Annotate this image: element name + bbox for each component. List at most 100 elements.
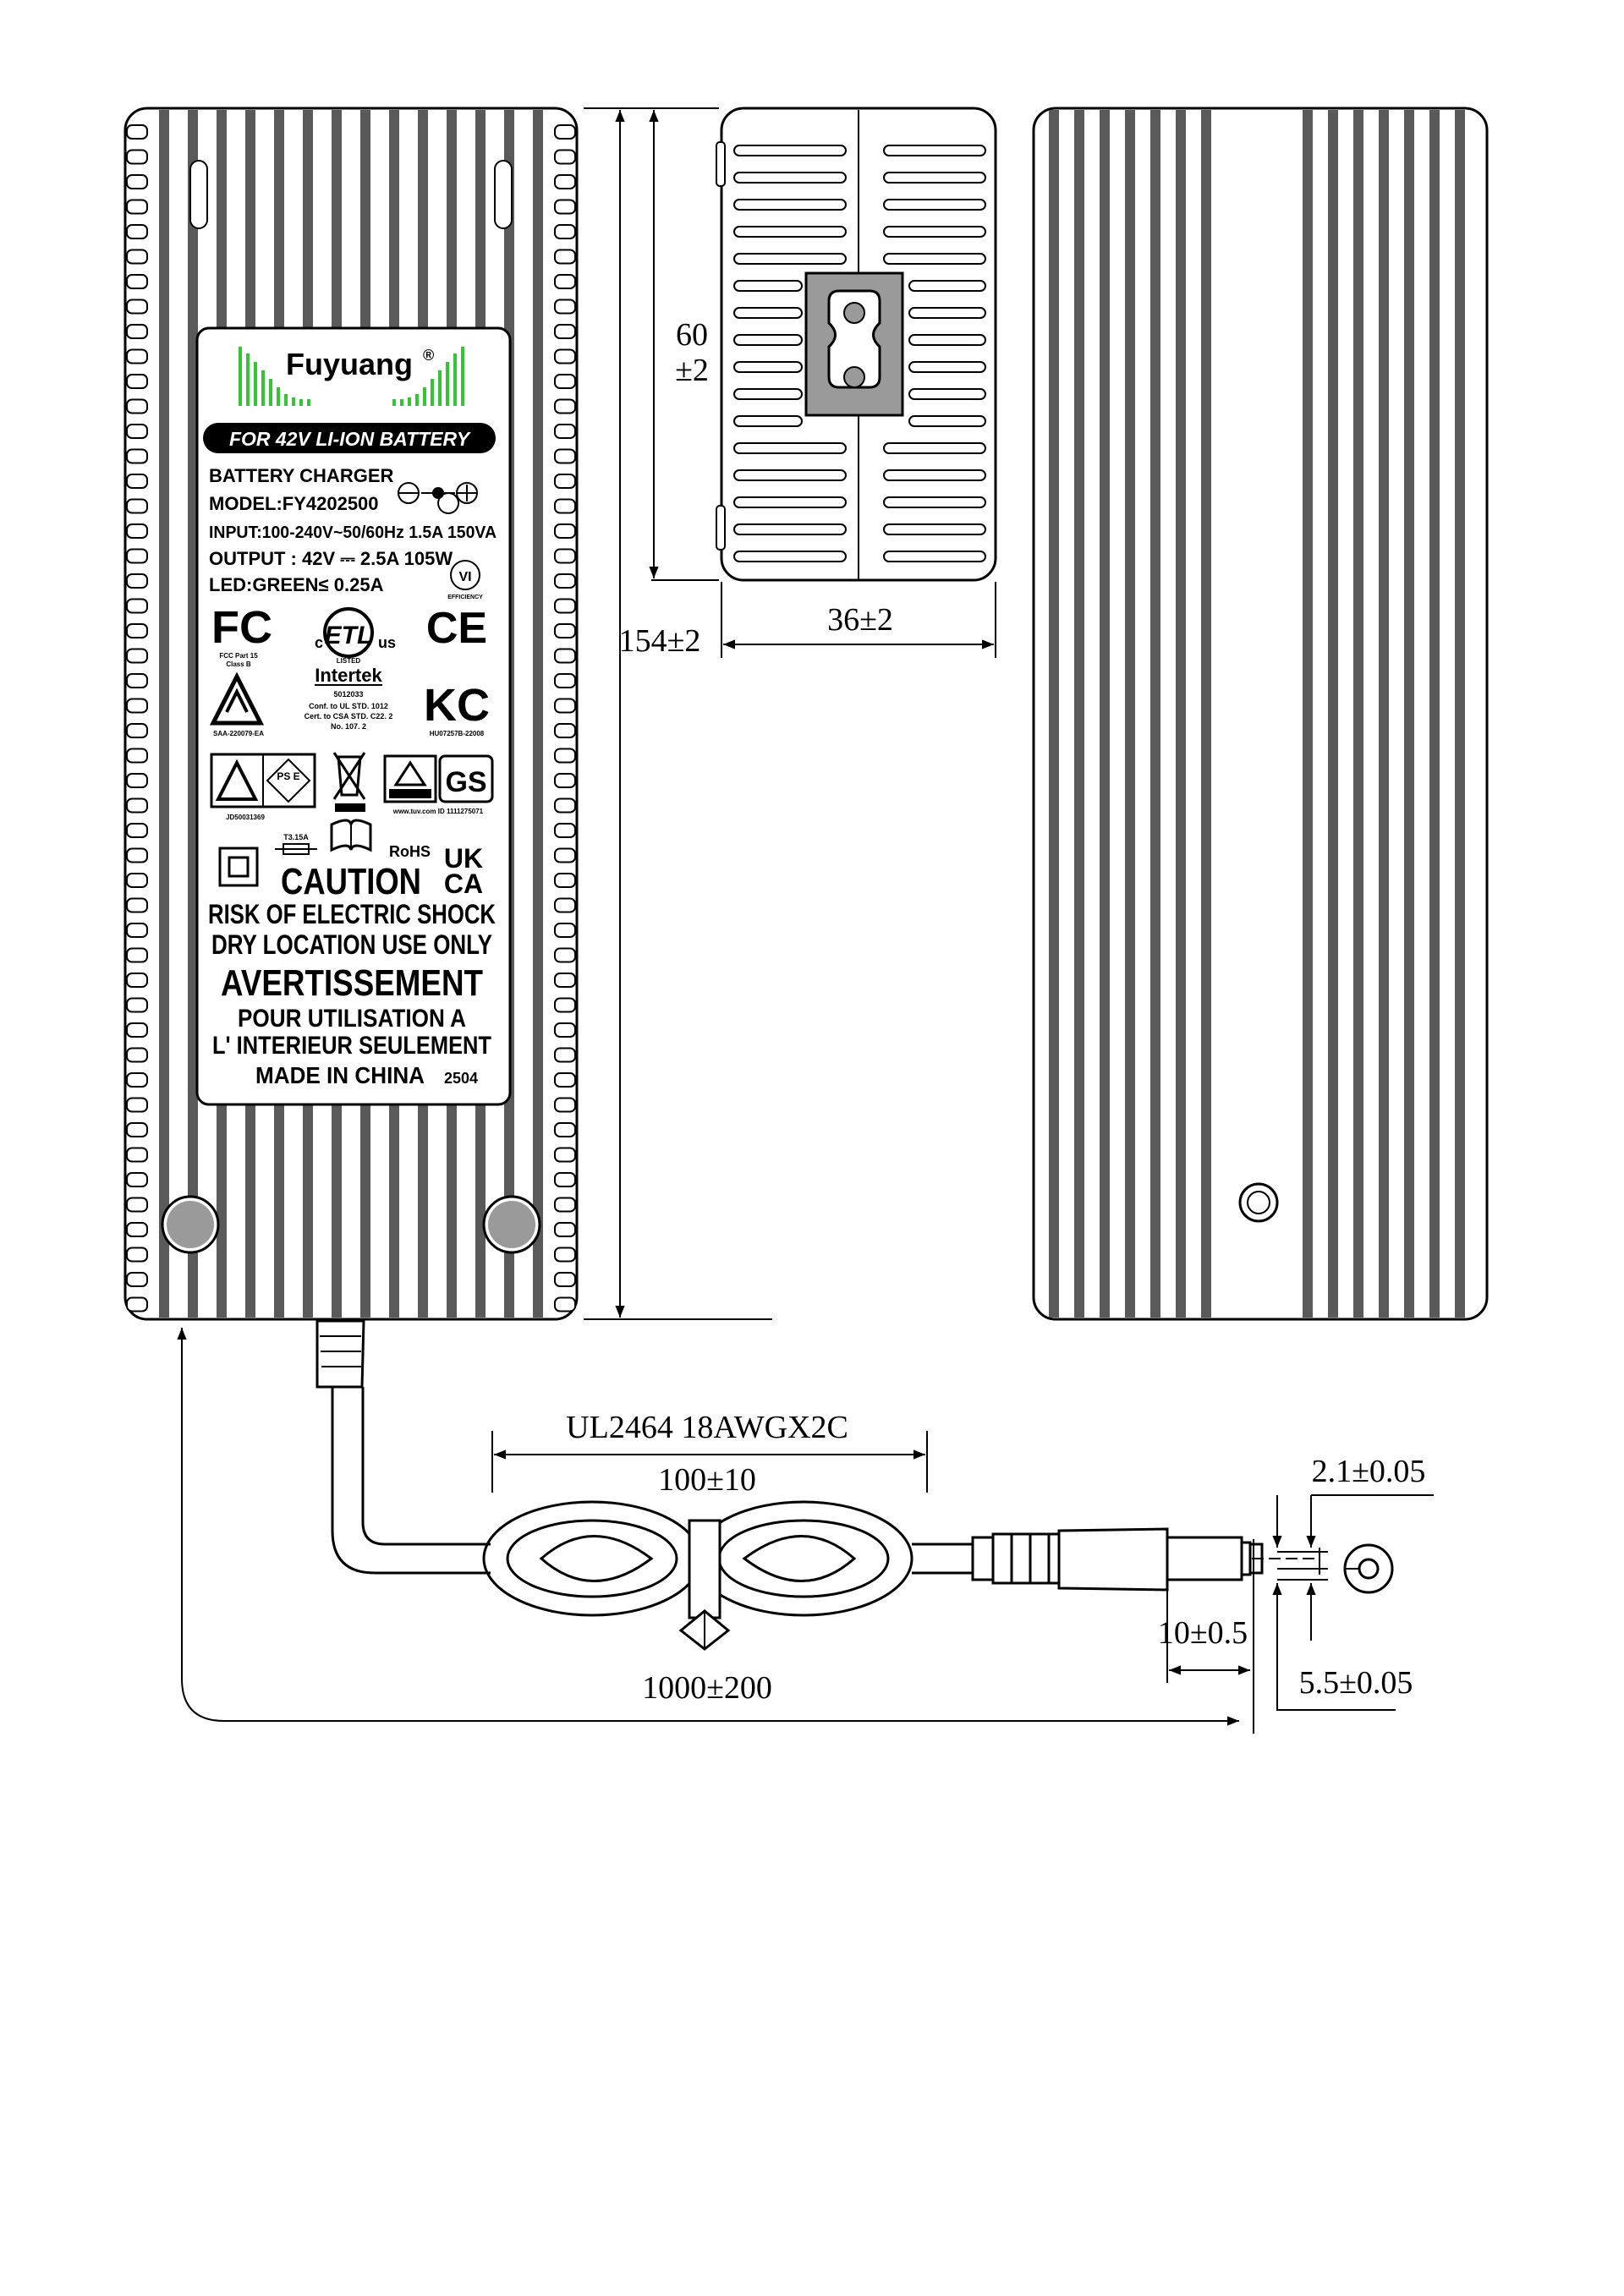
logo-bar — [446, 362, 449, 406]
svg-text:FC: FC — [211, 602, 272, 653]
vent-slot — [733, 226, 847, 238]
logo-bar — [415, 394, 419, 406]
vent-slot — [883, 496, 986, 508]
side-tab-left — [126, 374, 148, 389]
logo-bar — [269, 379, 272, 406]
plug-length-text: 10±0.5 — [1158, 1615, 1248, 1651]
side-tab-right — [554, 648, 576, 664]
side-tab-left — [126, 673, 148, 688]
side-tab-left — [126, 1247, 148, 1263]
side-tab-left — [126, 573, 148, 589]
side-tab-right — [554, 324, 576, 339]
side-tab-left — [126, 1172, 148, 1187]
logo-bar — [299, 399, 303, 406]
svg-text:ETL: ETL — [325, 622, 373, 649]
logo-bar — [284, 394, 288, 406]
side-tab-left — [126, 1296, 148, 1312]
side-tab-left — [126, 698, 148, 714]
side-tab-left — [126, 1272, 148, 1287]
cable-spec-text: UL2464 18AWGX2C — [566, 1410, 848, 1445]
logo-bar — [408, 397, 411, 406]
vent-slot — [908, 361, 986, 373]
side-tab-left — [126, 1097, 148, 1113]
battery-banner — [203, 423, 496, 453]
side-tab-right — [554, 174, 576, 189]
side-tab-right — [554, 797, 576, 814]
side-tab-right — [554, 398, 576, 414]
svg-text:Conf. to UL STD. 1012: Conf. to UL STD. 1012 — [309, 702, 388, 710]
side-tab-right — [554, 573, 576, 589]
back-fin — [1303, 110, 1313, 1318]
side-tab-right — [554, 947, 576, 963]
svg-text:T3.15A: T3.15A — [283, 833, 309, 841]
vent-slot — [733, 307, 803, 319]
side-tab-right — [554, 548, 576, 564]
side-tab-left — [126, 723, 148, 738]
height-dim-tolerance: ±2 — [675, 353, 709, 388]
outer-dia-leader — [1276, 1607, 1396, 1711]
side-clip-bottom — [716, 505, 726, 551]
side-tab-left — [126, 548, 148, 564]
side-tab-left — [126, 498, 148, 514]
side-tab-right — [554, 873, 576, 888]
side-tab-right — [554, 149, 576, 165]
back-fin — [1455, 110, 1465, 1318]
logo-bar — [461, 347, 464, 406]
side-tab-left — [126, 947, 148, 963]
vent-slot — [733, 551, 847, 562]
vent-slot — [733, 469, 847, 481]
side-tab-right — [554, 523, 576, 539]
svg-text:Class B: Class B — [226, 660, 251, 668]
dry-location-warning: DRY LOCATION USE ONLY — [211, 929, 492, 960]
side-tab-left — [126, 398, 148, 414]
vent-slot — [733, 361, 803, 373]
logo-bar — [431, 379, 434, 406]
vent-slot — [908, 307, 986, 319]
logo-bar — [246, 353, 250, 406]
side-tab-left — [126, 773, 148, 788]
back-body-outline — [1032, 107, 1489, 1321]
side-tab-left — [126, 299, 148, 315]
side-tab-right — [554, 847, 576, 863]
side-tab-left — [126, 897, 148, 913]
side-vent-slots — [733, 145, 986, 562]
vent-slot — [733, 523, 847, 535]
side-tab-right — [554, 474, 576, 489]
svg-text:FCC Part 15: FCC Part 15 — [219, 652, 258, 660]
cable-length-dimension-line — [177, 1328, 1239, 1726]
back-fin — [1379, 110, 1389, 1318]
inner-dia-text: 2.1±0.05 — [1312, 1454, 1426, 1489]
logo-bar — [277, 387, 280, 406]
side-tab-left — [126, 474, 148, 489]
side-tab-left — [126, 224, 148, 239]
read-manual-icon — [330, 819, 372, 852]
logo-bar — [438, 370, 442, 406]
side-tab-left — [126, 648, 148, 664]
side-tab-right — [554, 598, 576, 614]
side-tab-right — [554, 1172, 576, 1187]
logo-bar — [254, 362, 257, 406]
polarity-icon — [398, 482, 478, 514]
mount-slot-right — [494, 160, 513, 229]
side-tab-right — [554, 773, 576, 788]
label-outline — [195, 326, 512, 1106]
efficiency-vi-icon: VI EFFICIENCY — [447, 560, 483, 600]
vent-slot — [883, 226, 986, 238]
ac-inlet-c8 — [804, 271, 904, 417]
logo-bar — [423, 387, 426, 406]
side-tab-right — [554, 1222, 576, 1237]
vent-slot — [733, 496, 847, 508]
logo-bar — [392, 399, 396, 406]
vent-slot — [883, 253, 986, 265]
coil-dim-text: 100±10 — [658, 1462, 756, 1498]
vent-slot — [733, 415, 803, 427]
front-fin — [159, 110, 169, 1318]
vent-slot — [733, 199, 847, 211]
logo-bar — [307, 399, 310, 406]
vent-slot — [883, 199, 986, 211]
side-tab-right — [554, 1022, 576, 1038]
led-rating: LED:GREEN≤ 0.25A — [209, 574, 384, 595]
caution-heading: CAUTION — [281, 861, 421, 902]
side-tab-right — [554, 199, 576, 215]
